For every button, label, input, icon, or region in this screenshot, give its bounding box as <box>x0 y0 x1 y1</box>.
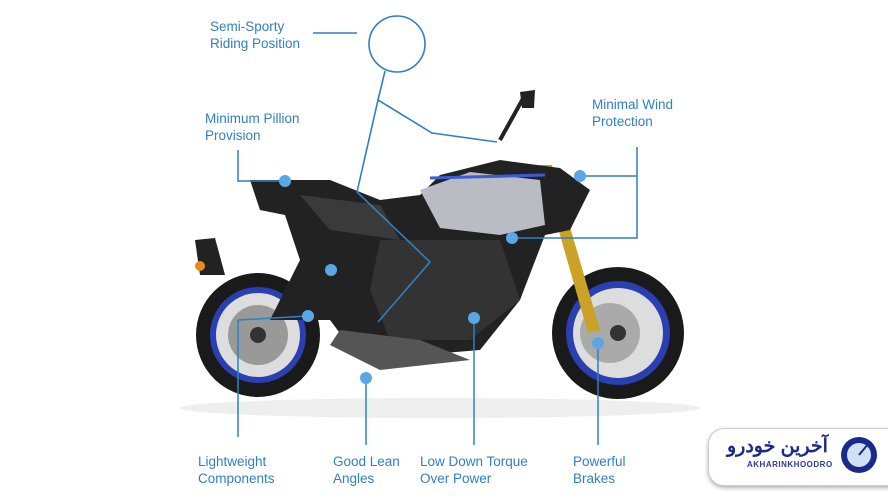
callout-lines <box>237 32 638 445</box>
label-lean-angles: Good Lean Angles <box>333 454 400 486</box>
watermark-logo: آخرین خودرو AKHARINKHOODRO <box>708 428 888 486</box>
label-torque: Low Down Torque Over Power <box>420 454 528 486</box>
logo-latin-text: AKHARINKHOODRO <box>747 460 833 469</box>
label-lightweight: Lightweight Components <box>198 454 275 486</box>
label-brakes: Powerful Brakes <box>573 454 626 486</box>
rider-stick-figure <box>356 15 498 323</box>
callout-dots <box>279 170 604 384</box>
logo-persian-text: آخرین خودرو <box>727 436 828 457</box>
ground-shadow <box>180 398 700 418</box>
label-wind-protection: Minimal Wind Protection <box>592 97 674 129</box>
label-pillion: Minimum Pillion Provision <box>205 111 300 143</box>
front-wheel <box>552 267 684 399</box>
gear-speedometer-icon <box>841 437 877 473</box>
label-riding-position: Semi-Sporty Riding Position <box>210 19 301 51</box>
motorcycle-body <box>195 90 590 370</box>
